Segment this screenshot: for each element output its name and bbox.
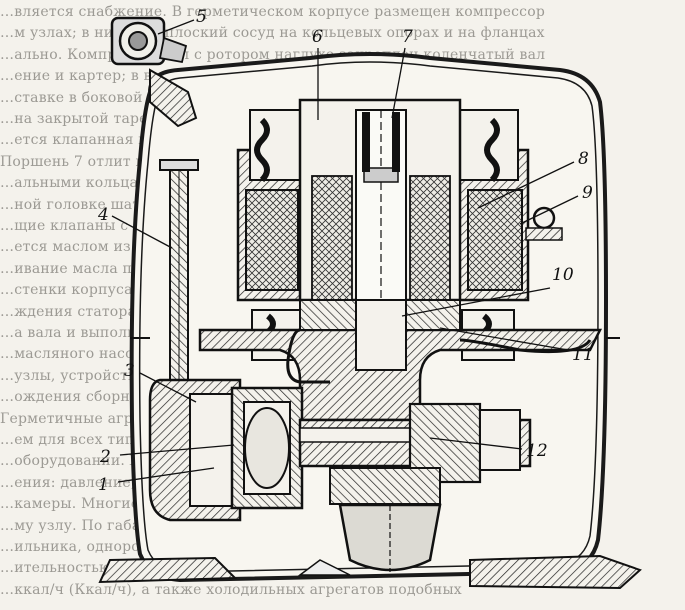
callout-3: 3 xyxy=(124,361,135,381)
callout-labels: 1 2 3 4 5 6 7 8 9 10 11 12 xyxy=(97,7,594,495)
callout-8: 8 xyxy=(578,149,589,169)
callout-10: 10 xyxy=(552,265,574,285)
mounting-bolt xyxy=(525,206,563,241)
background-text-line: …ккал/ч (Ккал/ч), а также холодильных аг… xyxy=(0,581,462,598)
cylinder-assembly xyxy=(148,378,304,522)
callout-2: 2 xyxy=(99,447,111,467)
motor-rotor xyxy=(298,98,462,302)
suction-tube xyxy=(159,159,199,397)
callout-11: 11 xyxy=(572,345,594,365)
callout-9: 9 xyxy=(582,183,593,203)
callout-6: 6 xyxy=(312,27,323,47)
callout-7: 7 xyxy=(402,27,413,47)
callout-4: 4 xyxy=(97,205,109,225)
callout-12: 12 xyxy=(526,441,548,461)
callout-1: 1 xyxy=(98,475,109,495)
background-text-line: …ождения сборных… xyxy=(0,389,164,406)
oil-tube xyxy=(286,328,592,384)
callout-5: 5 xyxy=(196,7,207,27)
leader-lines xyxy=(111,19,579,483)
discharge-fitting xyxy=(110,16,198,128)
background-text-line: …вляется снабжение. В герметическом корп… xyxy=(0,4,545,20)
